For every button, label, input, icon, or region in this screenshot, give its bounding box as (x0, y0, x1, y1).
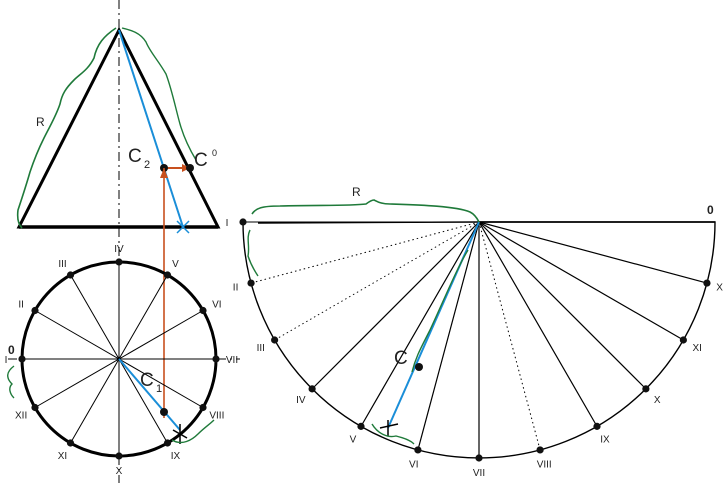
green-mark-i (247, 229, 259, 277)
development-label: IV (296, 395, 306, 406)
development-ray (478, 221, 541, 451)
green-mark-bottom (171, 419, 215, 444)
arrow-head-vertical (160, 168, 168, 178)
label-c0: C (194, 150, 208, 171)
plan-division-point (115, 258, 123, 266)
development-point (536, 446, 544, 454)
development-ray (360, 221, 480, 427)
dev-cross-a (379, 423, 399, 429)
development-label: VI (409, 459, 418, 470)
development-ray (274, 221, 480, 341)
development-point (414, 446, 422, 454)
development-rays (243, 221, 708, 458)
development-label: VII (473, 468, 485, 479)
development-label: X (654, 395, 661, 406)
green-mark-v (371, 423, 415, 445)
development-label: V (350, 435, 357, 446)
plan-division-label: VII (226, 355, 238, 366)
development-point (475, 454, 483, 462)
plan-division-point (163, 439, 172, 447)
label-c2: C (128, 146, 142, 167)
plan-division-point (115, 452, 123, 460)
development-ray (478, 221, 708, 284)
development-ray (417, 221, 480, 451)
sector-arc (242, 221, 716, 459)
development-point (703, 279, 711, 287)
front-view: R C 2 C 0 (16, 0, 221, 483)
development-ray (478, 221, 684, 341)
point-c0 (186, 164, 194, 172)
development-label: IX (600, 435, 610, 446)
plan-division-label: IV (114, 244, 124, 255)
development-point (271, 336, 279, 344)
plan-division-label: II (18, 300, 24, 311)
plan-division-point (66, 271, 75, 279)
development-label: II (233, 283, 239, 294)
plan-division-point (18, 355, 26, 363)
plan-division-point (31, 403, 39, 412)
label-c1: C (140, 370, 154, 391)
plan-division-label: X (116, 466, 123, 477)
development-label: III (257, 343, 265, 354)
label-c-development: C (394, 348, 408, 369)
development-point (247, 279, 255, 287)
development-point (357, 422, 365, 430)
green-mark-generator (411, 249, 469, 373)
plan-division-label: XI (58, 451, 67, 462)
plan-division-label: VI (212, 300, 221, 311)
r-bracket-left (16, 27, 117, 229)
plan-division-label: V (172, 259, 179, 270)
plan-division-point (163, 271, 172, 279)
development-ray (478, 221, 647, 390)
development-label: XI (693, 343, 702, 354)
r-bracket-top (251, 199, 480, 223)
label-zero-right: 0 (707, 203, 714, 217)
generator-line-front (118, 29, 184, 228)
development-ray (250, 221, 480, 284)
development-points (239, 218, 711, 462)
label-c0-sup: 0 (212, 148, 217, 158)
r-bracket-right (121, 27, 197, 161)
development-point (239, 218, 247, 226)
plan-division-label: I (5, 355, 8, 366)
label-zero-left: 0 (8, 343, 15, 357)
development-ray (478, 221, 598, 427)
plan-division-point (66, 439, 75, 447)
generator-line-development (387, 221, 480, 429)
plan-division-label: VIII (209, 411, 224, 422)
development-label: I (226, 218, 229, 229)
plan-division-point (212, 355, 220, 363)
plan-division-point (199, 403, 207, 412)
plan-division-point (199, 306, 207, 315)
development-point (679, 336, 687, 344)
label-r-right: R (352, 185, 361, 199)
label-r-left: R (36, 115, 45, 129)
development-label: VIII (537, 459, 552, 470)
label-c1-sub: 1 (156, 383, 162, 395)
point-c-development (415, 363, 423, 371)
development-label: XII (716, 283, 723, 294)
generator-line-plan (118, 358, 181, 431)
base-cross-b (176, 220, 190, 234)
development-point (308, 385, 316, 393)
plan-division-points (18, 258, 220, 460)
plan-division-label: III (58, 259, 66, 270)
plan-division-point (31, 306, 39, 315)
plan-division-label: XII (15, 411, 27, 422)
development-point (642, 385, 650, 393)
point-c1 (160, 408, 168, 416)
plan-division-label: IX (171, 451, 181, 462)
label-c2-sub: 2 (144, 159, 150, 171)
development-point (593, 422, 601, 430)
development-ray (311, 221, 480, 390)
green-mark-left (7, 365, 15, 399)
